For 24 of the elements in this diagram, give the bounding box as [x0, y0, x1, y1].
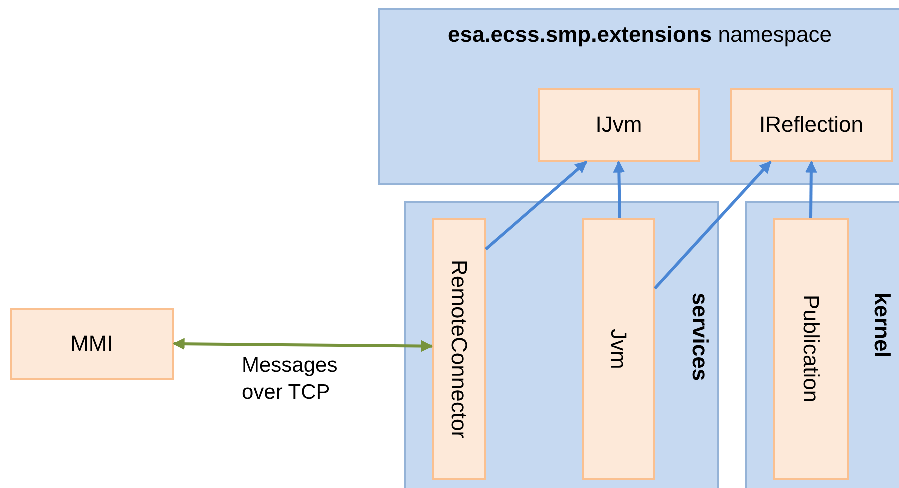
module-panel [745, 201, 899, 488]
module-title: services [687, 293, 713, 382]
arrow [654, 160, 772, 290]
arrow [613, 160, 626, 218]
component-label: RemoteConnector [446, 260, 472, 438]
component-box [432, 218, 486, 480]
component-label: IReflection [758, 111, 864, 139]
component-box [582, 218, 655, 480]
component-label: IJvm [594, 111, 644, 139]
arrow [172, 338, 434, 352]
component-label: Jvm [606, 328, 632, 370]
component-box [538, 88, 700, 162]
namespace-heading: esa.ecss.smp.extensions namespace [446, 22, 833, 48]
arrow [805, 160, 818, 218]
edge-label: Messages over TCP [242, 353, 339, 406]
component-box [773, 218, 849, 480]
module-panel [404, 201, 719, 488]
namespace-band [378, 8, 899, 185]
component-label: Publication [798, 295, 824, 403]
component-label: MMI [70, 330, 114, 358]
arrow [485, 160, 588, 251]
module-title: kernel [869, 293, 895, 358]
component-box [730, 88, 893, 162]
component-box [10, 308, 174, 380]
